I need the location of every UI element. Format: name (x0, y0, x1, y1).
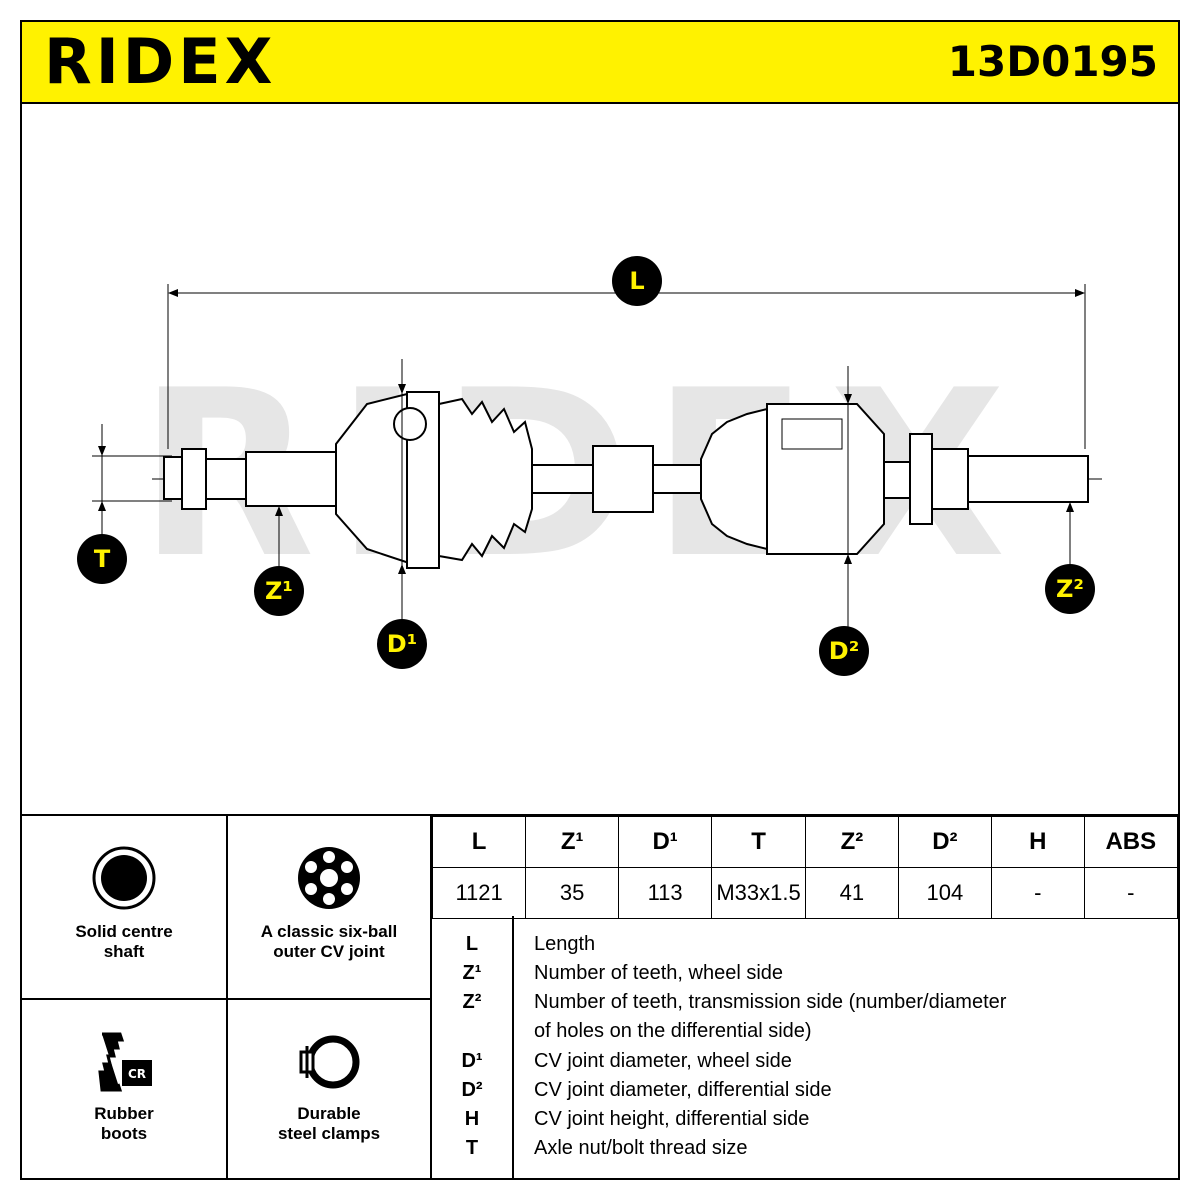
legend-text: Number of teeth, transmission side (numb… (534, 991, 1007, 1013)
legend-divider (512, 916, 514, 1180)
spec-header-row: L Z¹ D¹ T Z² D² H ABS (431, 816, 1179, 868)
legend-key: Z² (462, 991, 482, 1013)
wheel-nut (181, 448, 207, 510)
l-arrow-left (168, 289, 178, 297)
brand-logo: RIDEX (44, 25, 277, 98)
inner-cv-hatch (781, 418, 843, 450)
l-arrow-right (1075, 289, 1085, 297)
legend-key: Z¹ (462, 962, 482, 984)
legend-text: of holes on the differential side) (534, 1020, 812, 1042)
transmission-spline (967, 455, 1089, 503)
spec-value-cell: 104 (897, 867, 992, 919)
outer-cv-ball (393, 407, 427, 441)
spec-value-row: 1121 35 113 M33x1.5 41 104 - - (431, 867, 1179, 919)
spec-value-cell: 41 (804, 867, 899, 919)
legend: L Length Z¹ Number of teeth, wheel side Z²… (432, 916, 1178, 1180)
spec-value-cell: 113 (618, 867, 713, 919)
spec-value-cell: - (990, 867, 1085, 919)
t-arrow-bottom (98, 501, 106, 511)
legend-text: Length (534, 933, 596, 955)
feature-label: Rubber boots (94, 1104, 154, 1143)
transmission-nut (909, 433, 933, 525)
label-bubble-t: T (77, 534, 127, 584)
six-ball-joint-icon (298, 847, 360, 909)
legend-key: L (465, 933, 479, 955)
label-bubble-d2: D² (819, 626, 869, 676)
legend-text: CV joint diameter, differential side (534, 1079, 832, 1101)
feature-label: Durable steel clamps (277, 1104, 381, 1143)
label-bubble-z1: Z¹ (254, 566, 304, 616)
spec-value-cell: M33x1.5 (711, 867, 806, 919)
feature-steel-clamps: Durable steel clamps (228, 1000, 430, 1180)
z1-arrow (275, 506, 283, 516)
z2-arrow (1066, 502, 1074, 512)
legend-text: Axle nut/bolt thread size (534, 1137, 748, 1159)
specification-section: Solid centre shaft A classic six-ball ou… (22, 814, 1179, 1180)
label-bubble-z2: Z² (1045, 564, 1095, 614)
steel-clamp-icon (299, 1035, 360, 1089)
wheel-spline (205, 458, 247, 500)
header-bar: RIDEX 13D0195 (22, 22, 1178, 104)
spec-header-cell: D² (897, 816, 992, 868)
feature-row-divider (22, 998, 432, 1000)
spec-header-cell: ABS (1083, 816, 1179, 868)
label-bubble-l: L (612, 256, 662, 306)
specification-table: L Z¹ D¹ T Z² D² H ABS 1121 35 113 M33x1.… (431, 816, 1179, 919)
spec-header-cell: Z² (804, 816, 899, 868)
legend-text: Number of teeth, wheel side (534, 962, 784, 984)
feature-solid-shaft: Solid centre shaft (22, 816, 226, 998)
feature-six-ball-joint: A classic six-ball outer CV joint (228, 816, 430, 998)
solid-shaft-icon (92, 846, 156, 910)
legend-key: H (464, 1108, 480, 1130)
d1-arrow-bottom (398, 564, 406, 574)
legend-key: T (465, 1137, 479, 1159)
drive-shaft-diagram: RIDEX (92, 284, 1102, 664)
outer-rubber-boot (438, 397, 533, 562)
drive-shaft-drawing: RIDEX (22, 104, 1178, 814)
label-bubble-d1: D¹ (377, 619, 427, 669)
d2-arrow-bottom (844, 554, 852, 564)
spec-value-cell: - (1083, 867, 1179, 919)
spec-header-cell: D¹ (618, 816, 713, 868)
d2-arrow-top (844, 394, 852, 404)
datasheet-frame: RIDEX 13D0195 RIDEX (20, 20, 1180, 1180)
t-arrow-top (98, 446, 106, 456)
spec-header-cell: T (711, 816, 806, 868)
legend-text: CV joint height, differential side (534, 1108, 810, 1130)
spec-value-cell: 35 (525, 867, 620, 919)
spec-header-cell: Z¹ (525, 816, 620, 868)
feature-label: Solid centre shaft (75, 922, 173, 961)
legend-key: D¹ (461, 1050, 483, 1072)
transmission-flange (883, 461, 913, 499)
feature-rubber-boots: CR Rubber boots (22, 1000, 226, 1180)
legend-key: D² (461, 1079, 483, 1101)
legend-text: CV joint diameter, wheel side (534, 1050, 792, 1072)
wheel-spline-main (245, 451, 337, 507)
spec-header-cell: H (990, 816, 1085, 868)
d1-arrow-top (398, 384, 406, 394)
feature-label: A classic six-ball outer CV joint (260, 922, 398, 961)
spec-value-cell: 1121 (431, 867, 527, 919)
spec-header-cell: L (431, 816, 527, 868)
shaft-damper (592, 445, 654, 513)
rubber-boot-cr-icon: CR (98, 1032, 152, 1092)
part-number: 13D0195 (947, 37, 1158, 86)
transmission-collar (931, 448, 969, 510)
cr-badge: CR (128, 1067, 146, 1081)
solid-shaft-mid (652, 464, 702, 494)
